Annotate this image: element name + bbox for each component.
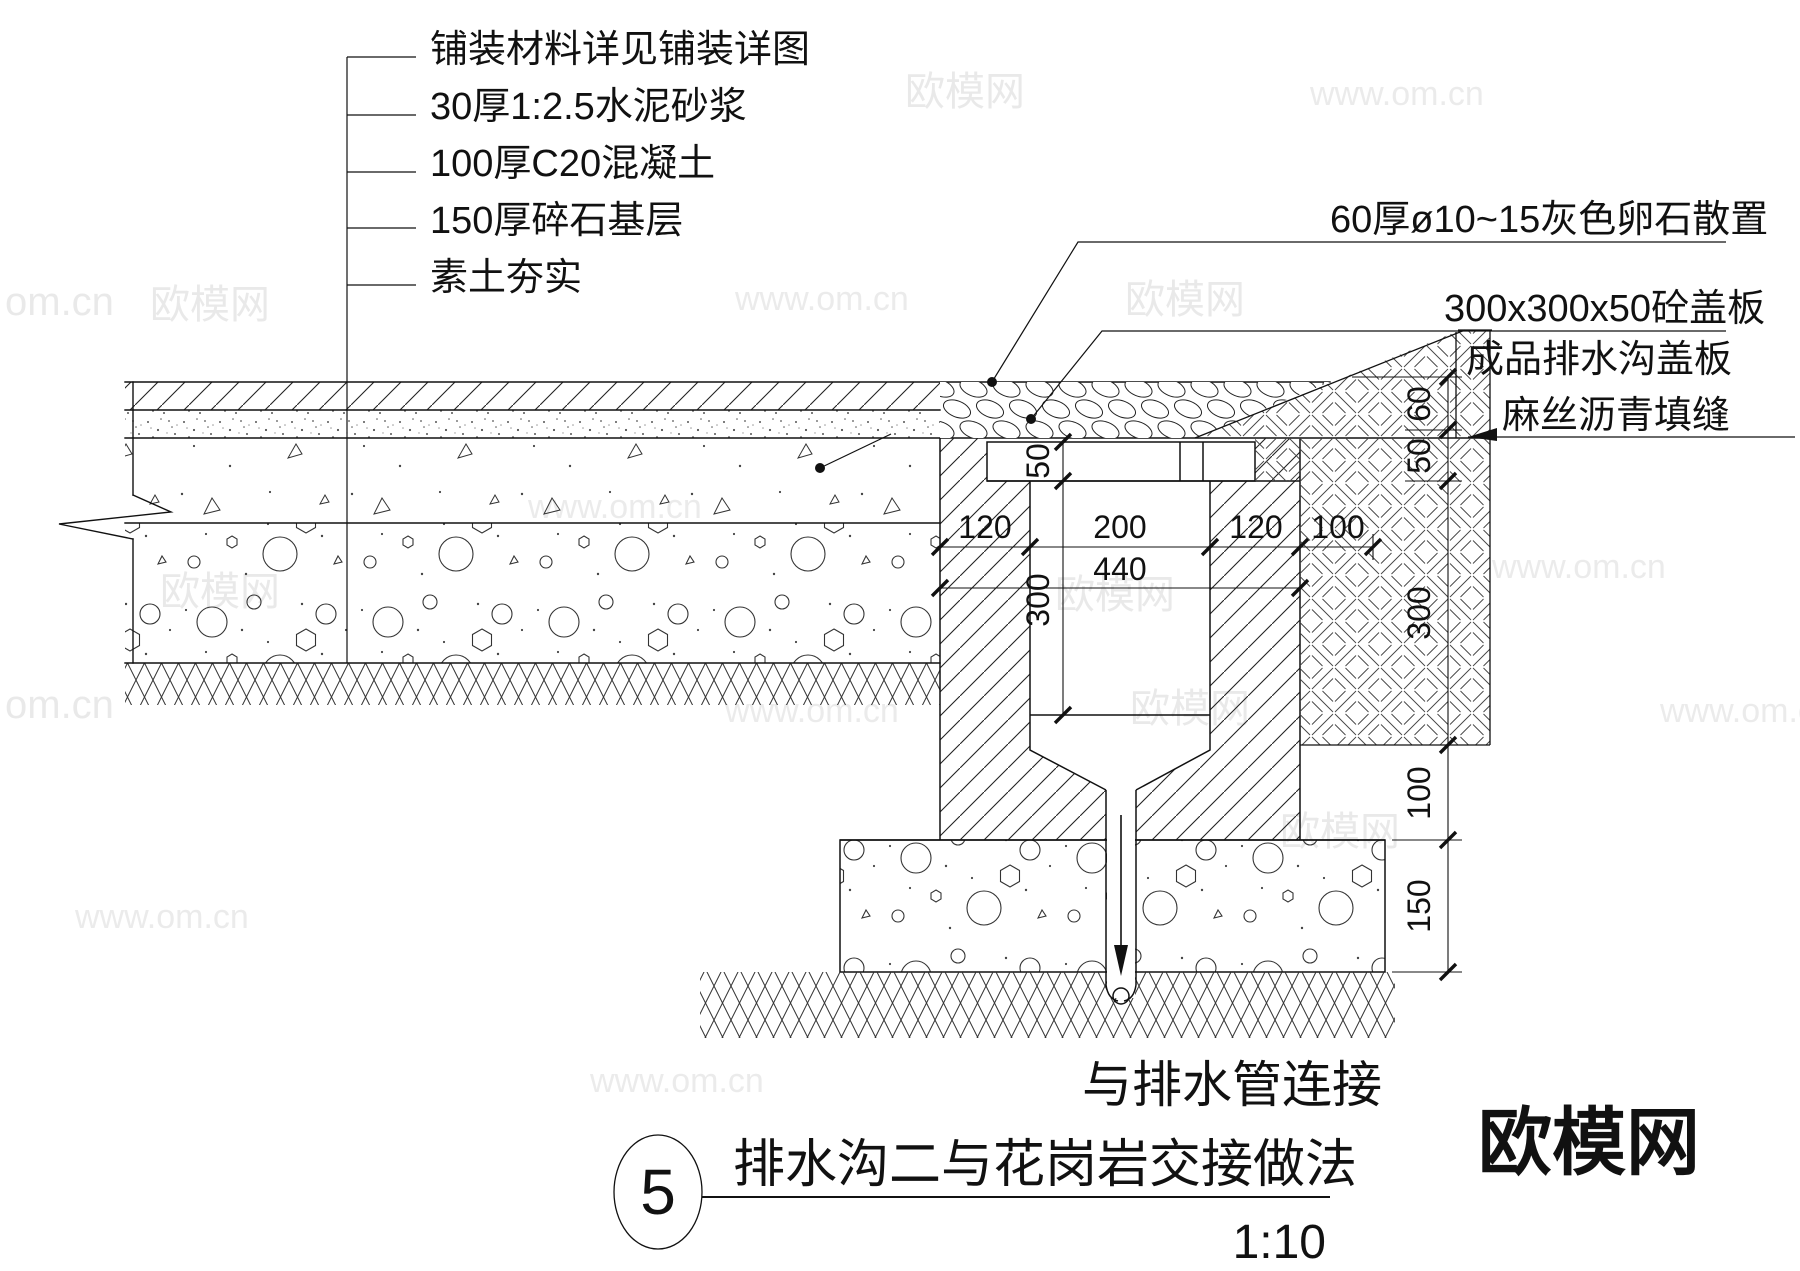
break-line: [58, 494, 174, 540]
dim-soil-edge: 100: [1311, 509, 1364, 545]
callout-soil: 素土夯实: [430, 257, 582, 299]
cement-mortar-layer: [125, 410, 940, 438]
watermark: www.om.cn: [1659, 692, 1800, 730]
detail-number-bubble: [613, 1134, 703, 1250]
dim-wall-height: 300: [1401, 586, 1437, 639]
dim-wall-right: 120: [1229, 509, 1282, 545]
compacted-soil-layer: [125, 663, 940, 705]
watermark: www.om.cn: [1309, 75, 1484, 113]
callout-caulking: 麻丝沥青填缝: [1502, 395, 1730, 437]
pipe-connection-note: 与排水管连接: [1082, 1057, 1382, 1113]
watermark: 欧模网: [150, 283, 270, 327]
dim-wall-left: 120: [958, 509, 1011, 545]
dim-base-gap: 100: [1401, 766, 1437, 819]
gravel-base-layer: [125, 523, 940, 663]
dim-pebble-depth: 60: [1401, 386, 1437, 422]
dimensions: 120 200 120 100 440 50 300 60 50 300 100…: [930, 367, 1462, 982]
detail-callouts: 60厚ø10~15灰色卵石散置 300x300x50砼盖板 成品排水沟盖板 麻丝…: [815, 199, 1795, 473]
watermark: 欧模网: [905, 70, 1025, 114]
watermark: www.om.cn: [734, 280, 909, 318]
layer-callouts: 铺装材料详见铺装详图 30厚1:2.5水泥砂浆 100厚C20混凝土 150厚碎…: [346, 29, 810, 663]
dim-channel-width: 200: [1093, 509, 1146, 545]
callout-concrete: 100厚C20混凝土: [430, 143, 715, 185]
slope-leader-line: [1194, 329, 1466, 439]
watermark: om.cn: [5, 280, 114, 324]
pebble-layer: [940, 382, 1330, 438]
dim-joint-depth: 50: [1401, 438, 1437, 474]
site-logo: 欧模网: [1478, 1101, 1700, 1184]
pavement-section: [58, 381, 1491, 705]
granite-paving-layer: [125, 382, 940, 410]
watermark: om.cn: [5, 683, 114, 727]
cover-plate-joint: [1179, 442, 1204, 481]
detail-number: 5: [640, 1156, 676, 1228]
title-block: 5 排水沟二与花岗岩交接做法 1:10: [613, 1134, 1357, 1269]
callout-pebble: 60厚ø10~15灰色卵石散置: [1330, 199, 1768, 241]
callout-paving: 铺装材料详见铺装详图: [430, 29, 810, 71]
foundation: [700, 839, 1395, 1038]
watermark: www.om.cn: [74, 898, 249, 936]
drain-pipe: [1105, 790, 1137, 1005]
callout-cover-plate: 300x300x50砼盖板: [1444, 288, 1765, 330]
dim-cover-thickness: 50: [1020, 443, 1056, 479]
leader-dot: [987, 377, 997, 387]
subsoil-hatch: [700, 972, 1395, 1038]
detail-scale: 1:10: [1233, 1216, 1326, 1269]
watermark: 欧模网: [1055, 573, 1175, 617]
callout-mortar: 30厚1:2.5水泥砂浆: [430, 86, 747, 128]
leader-arrow: [1468, 428, 1497, 441]
watermark: www.om.cn: [1491, 548, 1666, 586]
drain-channel-concrete: [939, 438, 1301, 841]
flow-arrow: [1114, 815, 1128, 976]
callout-drain-cover: 成品排水沟盖板: [1466, 339, 1732, 381]
dim-channel-total: 440: [1093, 551, 1146, 587]
leader-dot: [1026, 414, 1036, 424]
leader-dot: [815, 463, 825, 473]
watermark: www.om.cn: [589, 1062, 764, 1100]
watermark: 欧模网: [1125, 278, 1245, 322]
c20-concrete-layer: [125, 438, 940, 523]
callout-gravel: 150厚碎石基层: [430, 200, 683, 242]
dim-foundation-depth: 150: [1401, 879, 1437, 932]
detail-title: 排水沟二与花岗岩交接做法: [733, 1136, 1357, 1194]
dim-channel-depth: 300: [1020, 573, 1056, 626]
